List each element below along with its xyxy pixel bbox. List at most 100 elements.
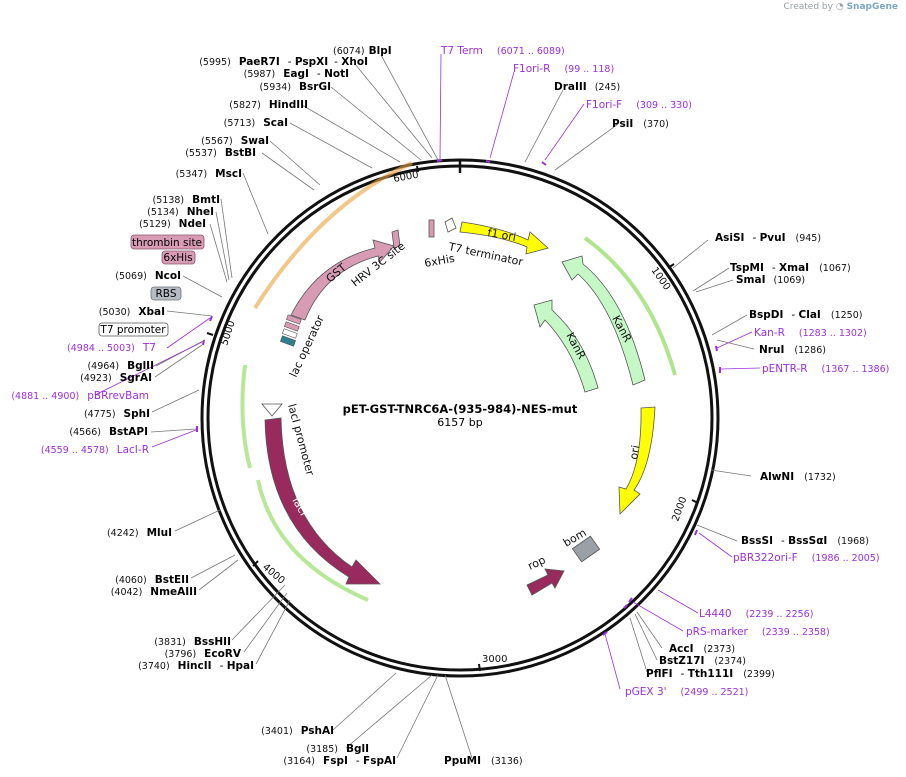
site-BssHII[interactable]: (3831)BssHII	[154, 636, 231, 648]
feature-f1-ori: f1 ori	[459, 221, 549, 255]
primer-pGEX-3[interactable]: pGEX 3'(2499 .. 2521)	[625, 686, 748, 698]
primer-T7-Term[interactable]: T7 Term(6071 .. 6089)	[440, 45, 565, 57]
label-thrombin-site[interactable]: thrombin site	[130, 234, 205, 250]
primer-pBRrevBam[interactable]: (4881 .. 4900)pBRrevBam	[11, 390, 149, 402]
site-ScaI[interactable]: (5713)ScaI	[224, 117, 288, 129]
site-SgrAI[interactable]: (4923)SgrAI	[80, 372, 152, 384]
plasmid-name: pET-GST-TNRC6A-(935-984)-NES-mut	[343, 402, 578, 416]
tick-label-5000: 5000	[219, 319, 237, 347]
site-BglI[interactable]: (3185)BglI	[306, 743, 369, 755]
site-SphI[interactable]: (4775)SphI	[84, 408, 150, 420]
feature-bom: bom	[561, 526, 601, 563]
label-T7-promoter[interactable]: T7 promoter	[98, 322, 169, 337]
svg-text:KanR: KanR	[609, 313, 634, 344]
site-BglII[interactable]: (4964)BglII	[87, 360, 154, 372]
plasmid-length: 6157 bp	[437, 416, 482, 429]
tick-label-3000: 3000	[482, 654, 507, 665]
svg-text:thrombin site: thrombin site	[132, 237, 202, 249]
primer-T7[interactable]: (4984 .. 5003)T7	[67, 342, 156, 354]
tick-label-6000: 6000	[393, 170, 420, 185]
site-BstBI[interactable]: (5537)BstBI	[185, 147, 256, 159]
site-EagI-NotI[interactable]: (5987)EagI- NotI	[244, 68, 349, 80]
site-AsiSI-PvuI[interactable]: AsiSI- PvuI(945)	[715, 232, 821, 244]
primer-pENTR-R[interactable]: pENTR-R(1367 .. 1386)	[762, 363, 889, 375]
site-AlwNI[interactable]: AlwNI(1732)	[760, 471, 836, 483]
svg-text:RBS: RBS	[156, 288, 177, 300]
snapgene-logo-icon: ◔	[835, 2, 844, 12]
site-PshAI[interactable]: (3401)PshAI	[261, 725, 334, 737]
site-PaeR7I-PspXI-XhoI[interactable]: (5995)PaeR7I- PspXI- XhoI	[199, 56, 368, 68]
site-HincII-HpaI[interactable]: (3740)HincII- HpaI	[138, 660, 254, 672]
site-PflFI-Tth111I[interactable]: PflFI- Tth111I(2399)	[646, 668, 775, 680]
label-RBS[interactable]: RBS	[150, 286, 182, 301]
site-SmaI[interactable]: SmaI(1069)	[736, 274, 805, 286]
feature-GST: GST	[290, 239, 395, 321]
site-XbaI[interactable]: (5030)XbaI	[99, 306, 165, 318]
feature-kanR-outer: KanR	[561, 255, 646, 386]
site-BssSI[interactable]: BssSI- BssSαI(1968)	[741, 535, 869, 547]
boxed-feature-labels: thrombin site 6xHis RBS T7 promoter	[98, 234, 205, 337]
orf-highlight-GST	[253, 161, 413, 310]
feature-rop: rop	[526, 553, 565, 596]
svg-text:rop: rop	[526, 553, 548, 572]
svg-text:f1 ori: f1 ori	[486, 226, 517, 244]
site-MluI[interactable]: (4242)MluI	[107, 527, 172, 539]
feature-6xHis-inner: 6xHis	[423, 219, 456, 270]
primer-labels-left: (4984 .. 5003)T7 (4881 .. 4900)pBRrevBam…	[11, 342, 156, 456]
primer-leader-lines	[94, 53, 761, 690]
orf-highlight-lacI	[256, 479, 369, 602]
leader-lines	[150, 54, 755, 759]
site-FspI-FspAI[interactable]: (3164)FspI- FspAI	[283, 755, 396, 767]
site-TspMI-XmaI[interactable]: TspMI- XmaI(1067)	[730, 262, 851, 274]
site-NruI[interactable]: NruI(1286)	[759, 344, 826, 356]
feature-lacI: lacI	[264, 417, 381, 585]
svg-text:ori: ori	[627, 444, 642, 460]
site-BstZ17I[interactable]: BstZ17I(2374)	[659, 655, 746, 667]
restriction-sites-right: (6074)BlpI DraIII(245) PsiI(370) AsiSI- …	[333, 45, 869, 767]
svg-text:6xHis: 6xHis	[423, 252, 456, 270]
label-6xHis[interactable]: 6xHis	[161, 250, 196, 265]
orf-highlight-lacI-promoter	[240, 364, 252, 469]
site-MscI[interactable]: (5347)MscI	[176, 168, 242, 180]
svg-text:6xHis: 6xHis	[163, 252, 192, 264]
site-NdeI[interactable]: (5129)NdeI	[139, 218, 206, 230]
site-EcoRV[interactable]: (3796)EcoRV	[165, 648, 242, 660]
primer-marks	[196, 159, 721, 636]
site-AccI[interactable]: AccI(2373)	[669, 643, 735, 655]
site-BmtI[interactable]: (5138)BmtI	[153, 194, 220, 206]
site-BstAPI[interactable]: (4566)BstAPI	[69, 426, 148, 438]
credit-brand: SnapGene	[846, 2, 898, 12]
site-BsrGI[interactable]: (5934)BsrGI	[259, 81, 331, 93]
site-SwaI[interactable]: (5567)SwaI	[201, 135, 269, 147]
svg-text:T7 terminator: T7 terminator	[446, 240, 524, 269]
site-NheI[interactable]: (5134)NheI	[147, 206, 214, 218]
site-DraIII[interactable]: DraIII(245)	[554, 81, 620, 93]
primer-pRS-marker[interactable]: pRS-marker(2339 .. 2358)	[686, 626, 830, 638]
feature-small-stack	[280, 314, 302, 347]
primer-LacI-R[interactable]: (4559 .. 4578)LacI-R	[41, 444, 149, 456]
svg-text:T7 promoter: T7 promoter	[99, 324, 166, 336]
svg-text:lacI promoter: lacI promoter	[285, 402, 317, 477]
primer-Kan-R[interactable]: Kan-R(1283 .. 1302)	[754, 327, 867, 339]
primer-F1ori-R[interactable]: F1ori-R(99 .. 118)	[513, 63, 614, 75]
site-PpuMI[interactable]: PpuMI(3136)	[444, 755, 523, 767]
feature-kanR-inner: KanR	[533, 299, 599, 393]
site-BspDI-ClaI[interactable]: BspDI- ClaI(1250)	[749, 309, 862, 321]
site-BlpI[interactable]: (6074)BlpI	[333, 45, 392, 57]
site-BstEII[interactable]: (4060)BstEII	[115, 574, 189, 586]
site-HindIII[interactable]: (5827)HindIII	[229, 99, 308, 111]
primer-F1ori-F[interactable]: F1ori-F(309 .. 330)	[586, 99, 692, 111]
orf-highlight-kanR	[583, 236, 677, 376]
site-NcoI[interactable]: (5069)NcoI	[115, 270, 181, 282]
feature-ori: ori	[618, 406, 656, 515]
primer-labels: T7 Term(6071 .. 6089) F1ori-R(99 .. 118)…	[440, 45, 889, 698]
restriction-sites-left: (5995)PaeR7I- PspXI- XhoI (5987)EagI- No…	[69, 56, 396, 767]
credit-prefix: Created by	[783, 2, 833, 12]
site-NmeAIII[interactable]: (4042)NmeAIII	[111, 586, 197, 598]
snapgene-credit: Created by ◔ SnapGene	[783, 2, 898, 12]
primer-L4440[interactable]: L4440(2239 .. 2256)	[699, 608, 813, 620]
tick-label-2000: 2000	[670, 495, 689, 523]
site-PsiI[interactable]: PsiI(370)	[612, 118, 669, 130]
primer-pBR322ori-F[interactable]: pBR322ori-F(1986 .. 2005)	[733, 552, 880, 564]
